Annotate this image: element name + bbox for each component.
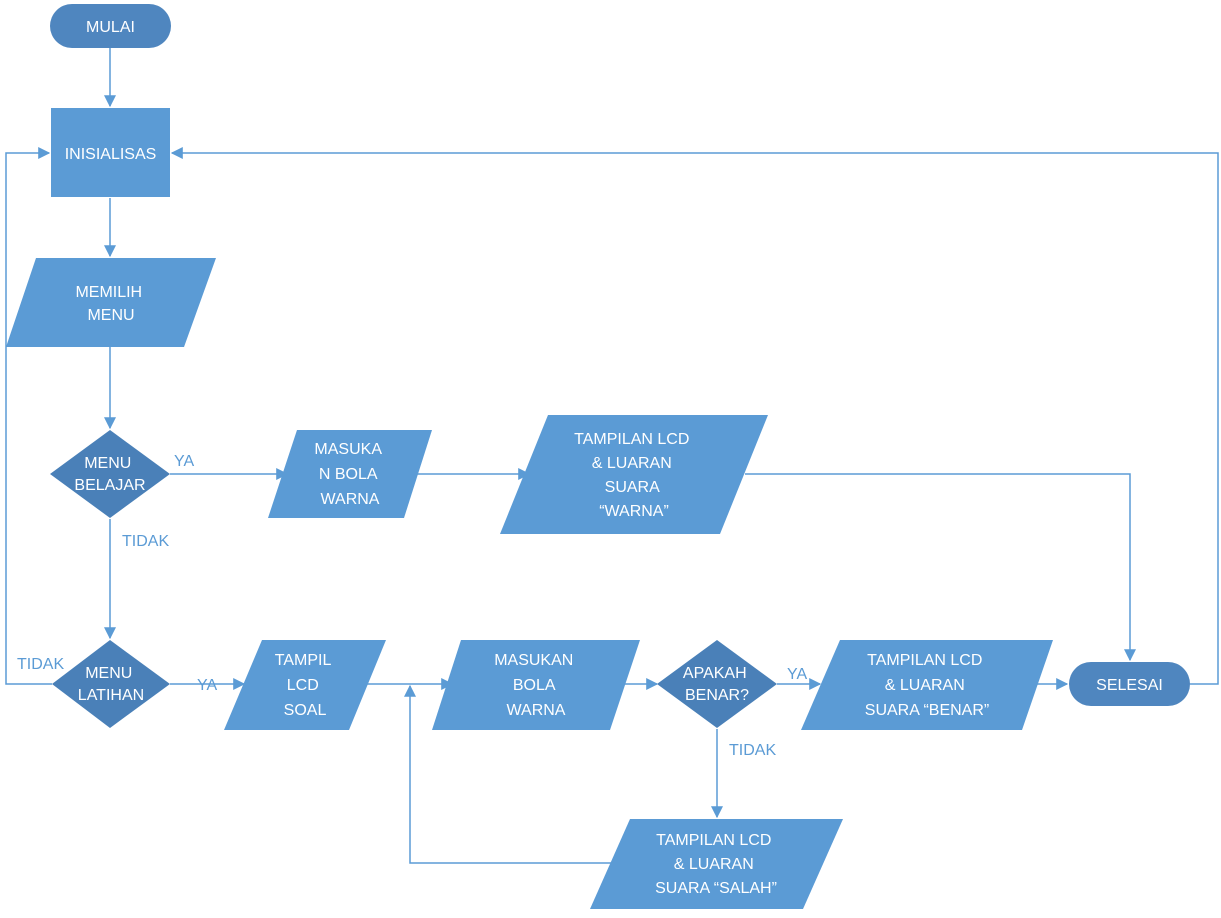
edge-label-belajar-tidak: TIDAK xyxy=(122,533,169,550)
terminal-selesai-label: SELESAI xyxy=(1096,677,1163,694)
output-tampilan-lcd-salah: TAMPILAN LCD & LUARAN SUARA “SALAH” xyxy=(590,819,843,909)
edge-label-latihan-ya: YA xyxy=(197,677,217,694)
decision-apakah-benar: APAKAH BENAR? xyxy=(657,640,777,728)
decision-menu-latihan-label: MENU LATIHAN xyxy=(78,665,144,704)
input-masukan-bola-warna-latihan: MASUKAN BOLA WARNA xyxy=(432,640,640,730)
output-tampilan-lcd-warna-label: TAMPILAN LCD & LUARAN SUARA “WARNA” xyxy=(574,431,694,520)
terminal-mulai-label: MULAI xyxy=(86,19,135,36)
edge-labels: YA TIDAK TIDAK YA YA TIDAK xyxy=(17,453,807,759)
process-inisialisasi: INISIALISAS xyxy=(51,108,170,197)
edge-label-benar-ya: YA xyxy=(787,666,807,683)
edge-label-benar-tidak: TIDAK xyxy=(729,742,776,759)
edge-label-latihan-tidak: TIDAK xyxy=(17,656,64,673)
input-memilih-menu-label: MEMILIH MENU xyxy=(75,284,146,324)
connector-tampilan-warna-to-selesai xyxy=(745,473,1136,662)
terminal-mulai: MULAI xyxy=(50,4,171,48)
output-tampil-lcd-soal-label: TAMPIL LCD SOAL xyxy=(275,652,335,719)
output-tampilan-lcd-warna: TAMPILAN LCD & LUARAN SUARA “WARNA” xyxy=(500,415,768,534)
process-inisialisasi-label: INISIALISAS xyxy=(65,146,157,163)
output-tampilan-lcd-benar-label: TAMPILAN LCD & LUARAN SUARA “BENAR” xyxy=(865,652,989,719)
connector-salah-loop-back xyxy=(404,684,612,864)
connector-latihan-tidak-loop xyxy=(5,147,52,685)
connectors xyxy=(5,48,1219,864)
edge-label-belajar-ya: YA xyxy=(174,453,194,470)
output-tampil-lcd-soal: TAMPIL LCD SOAL xyxy=(224,640,386,730)
input-masukan-bola-warna-belajar-label: MASUKA N BOLA WARNA xyxy=(314,441,385,508)
connector-selesai-loop-to-inisialisasi xyxy=(170,147,1219,685)
input-masukan-bola-warna-latihan-label: MASUKAN BOLA WARNA xyxy=(494,652,578,719)
decision-menu-latihan: MENU LATIHAN xyxy=(52,640,170,728)
input-memilih-menu: MEMILIH MENU xyxy=(6,258,216,347)
output-tampilan-lcd-salah-label: TAMPILAN LCD & LUARAN SUARA “SALAH” xyxy=(655,832,777,897)
decision-menu-belajar-label: MENU BELAJAR xyxy=(74,455,145,494)
input-masukan-bola-warna-belajar: MASUKA N BOLA WARNA xyxy=(268,430,432,518)
terminal-selesai: SELESAI xyxy=(1069,662,1190,706)
decision-menu-belajar: MENU BELAJAR xyxy=(50,430,170,518)
output-tampilan-lcd-benar: TAMPILAN LCD & LUARAN SUARA “BENAR” xyxy=(801,640,1053,730)
decision-apakah-benar-label: APAKAH BENAR? xyxy=(683,665,751,704)
